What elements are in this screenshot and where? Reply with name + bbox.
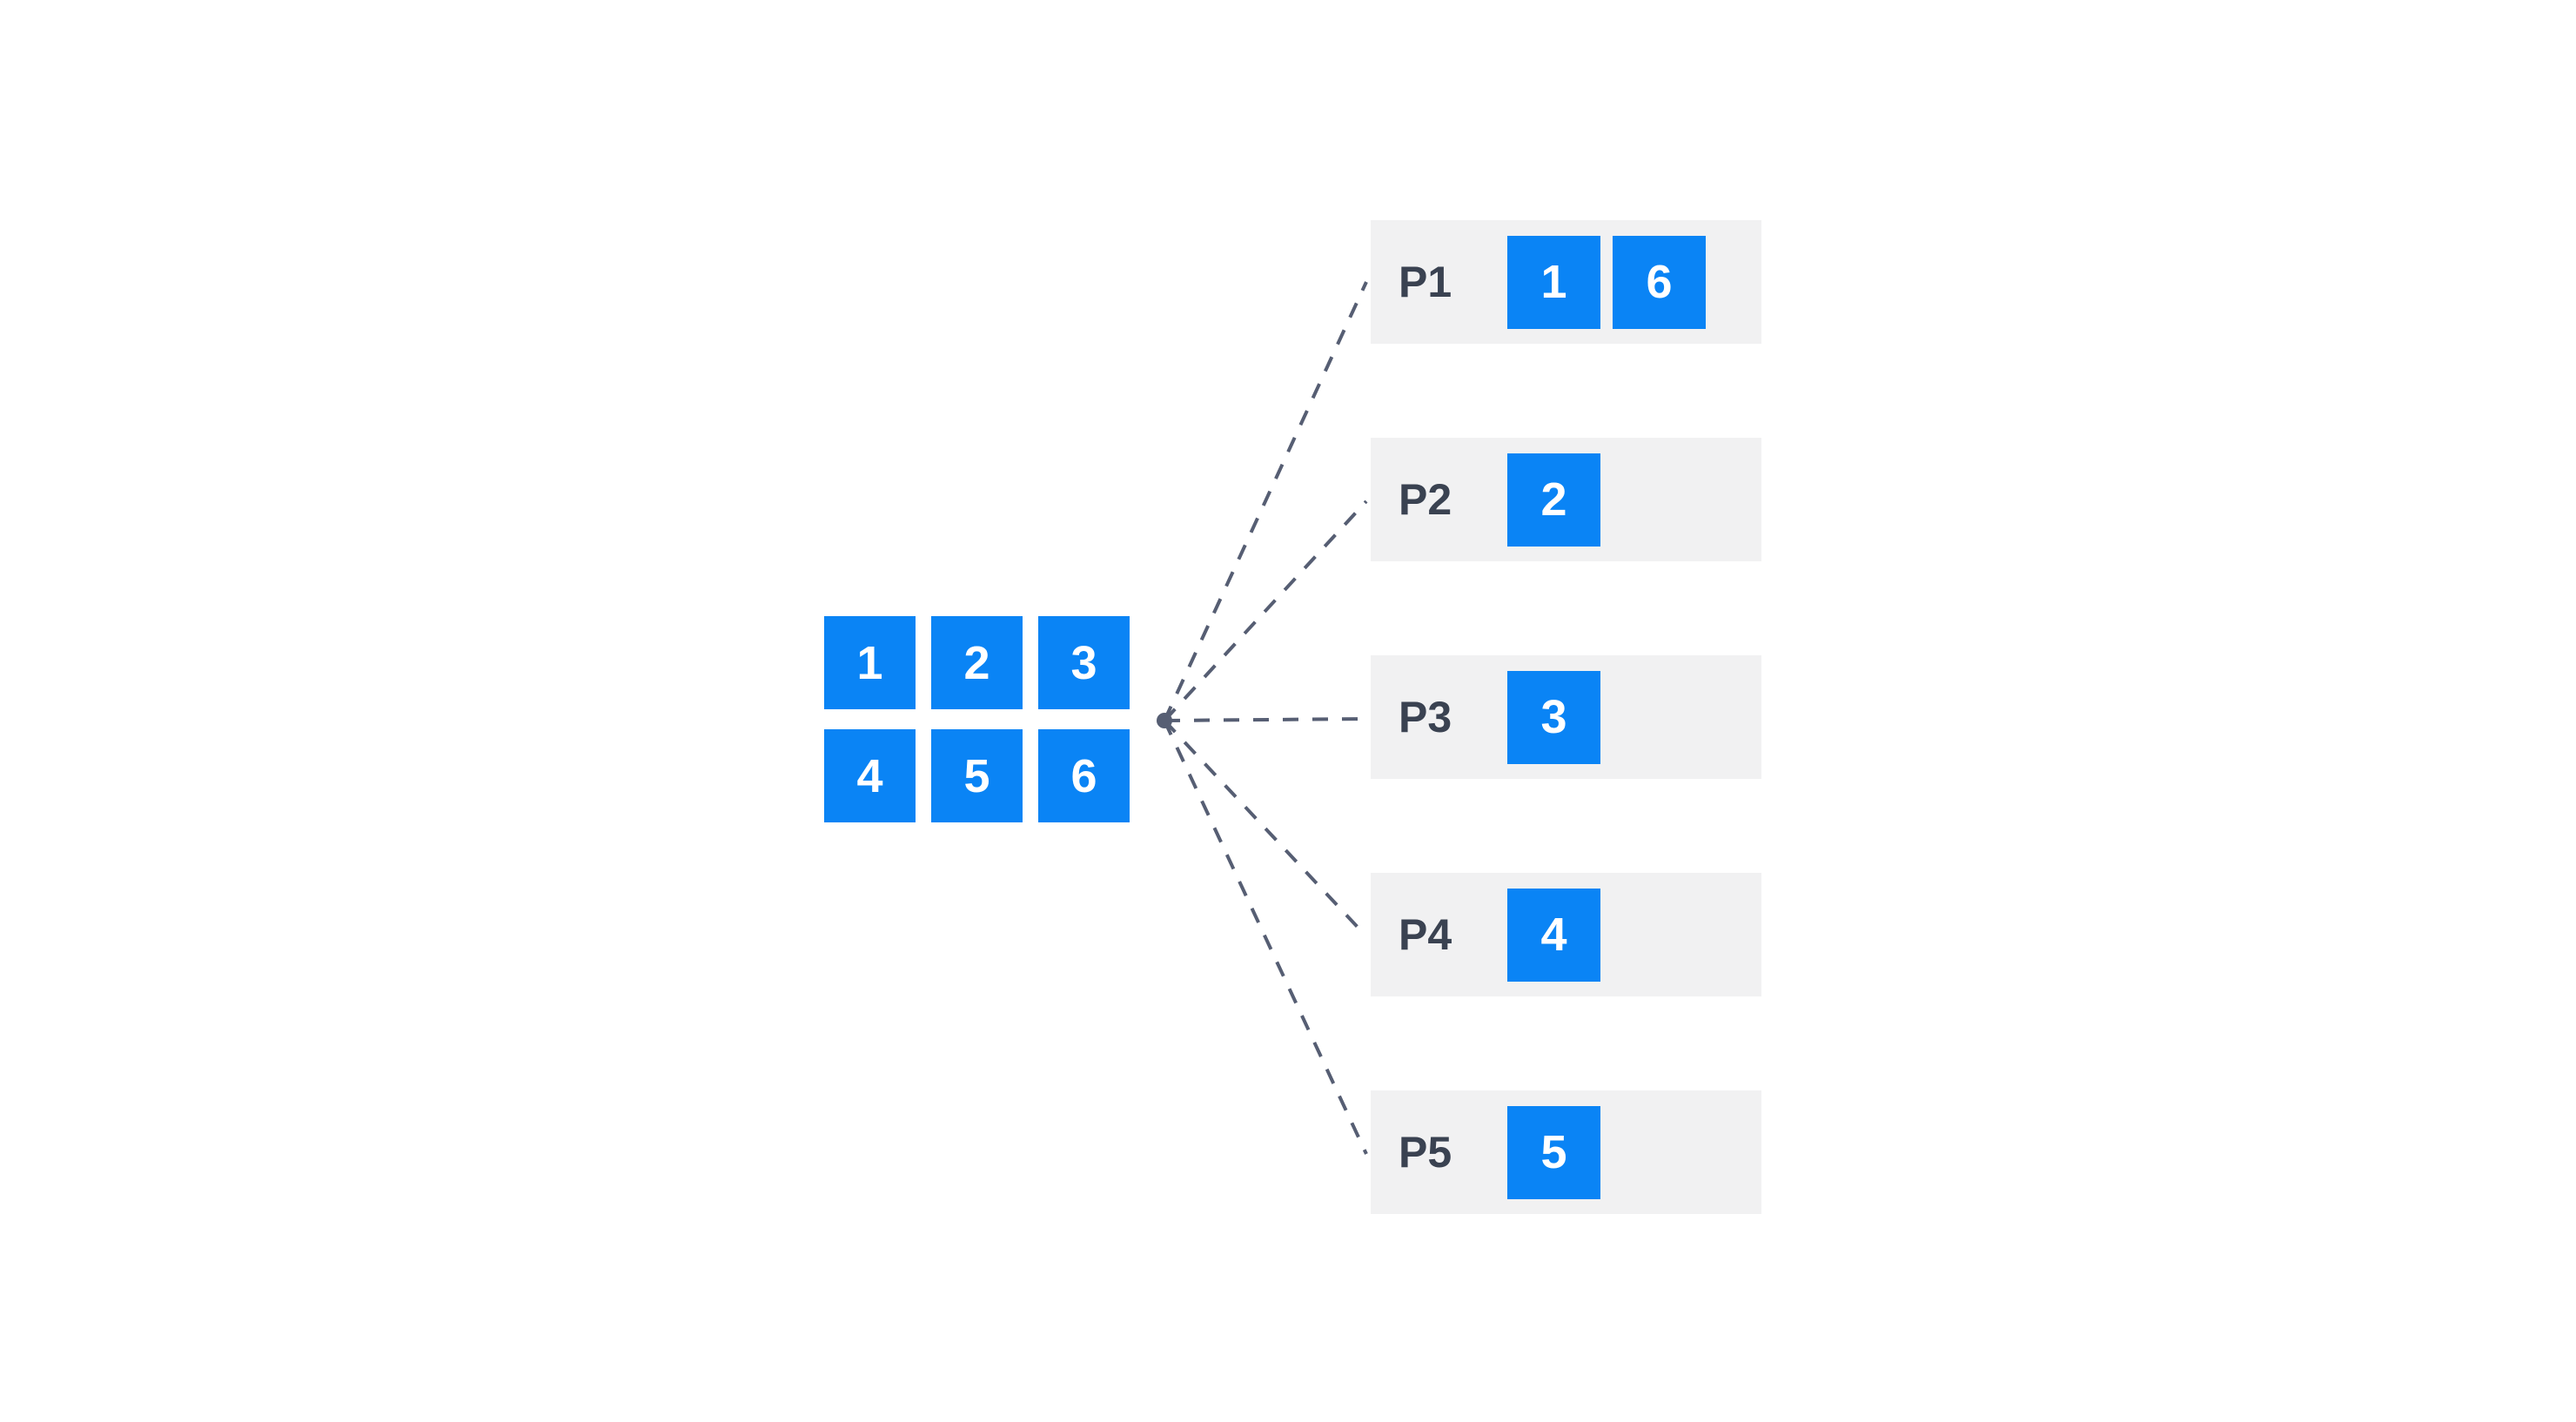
partition-tiles: 2 <box>1507 453 1600 547</box>
partition-tiles: 3 <box>1507 670 1600 764</box>
partition-row[interactable]: P1 1 6 <box>1371 220 1761 344</box>
partition-tile[interactable]: 5 <box>1507 1105 1600 1199</box>
partition-tile[interactable]: 2 <box>1507 453 1600 547</box>
partition-row[interactable]: P2 2 <box>1371 438 1761 561</box>
partition-tiles: 4 <box>1507 888 1600 982</box>
partition-label: P2 <box>1399 475 1452 524</box>
source-dataset-grid: 1 2 3 4 5 6 <box>824 616 1130 822</box>
partition-label: P5 <box>1399 1128 1452 1177</box>
partition-tile[interactable]: 4 <box>1507 888 1600 982</box>
connector-line <box>1164 717 1367 722</box>
source-tile[interactable]: 6 <box>1038 729 1130 822</box>
connector-line <box>1163 720 1368 1155</box>
partition-tiles: 5 <box>1507 1105 1600 1199</box>
partition-row[interactable]: P4 4 <box>1371 873 1761 996</box>
partition-tile[interactable]: 3 <box>1507 670 1600 764</box>
partition-tile[interactable]: 6 <box>1613 235 1706 329</box>
partition-label: P4 <box>1399 910 1452 959</box>
partition-label: P3 <box>1399 693 1452 741</box>
connector-line <box>1163 281 1368 721</box>
source-tile[interactable]: 5 <box>931 729 1023 822</box>
partition-tile[interactable]: 1 <box>1507 235 1600 329</box>
source-tile[interactable]: 3 <box>1038 616 1130 709</box>
source-tile[interactable]: 2 <box>931 616 1023 709</box>
partition-row[interactable]: P5 5 <box>1371 1090 1761 1214</box>
partition-row[interactable]: P3 3 <box>1371 655 1761 779</box>
source-tile[interactable]: 4 <box>824 729 916 822</box>
partition-list: P1 1 6 P2 2 P3 3 P4 4 P5 <box>1371 220 1761 1214</box>
connector-line <box>1163 719 1368 938</box>
fanout-hub-dot <box>1157 713 1172 728</box>
source-tile[interactable]: 1 <box>824 616 916 709</box>
partition-tiles: 1 6 <box>1507 235 1706 329</box>
partition-label: P1 <box>1399 258 1452 306</box>
connector-line <box>1163 500 1368 722</box>
connector-lines <box>1163 281 1368 1155</box>
